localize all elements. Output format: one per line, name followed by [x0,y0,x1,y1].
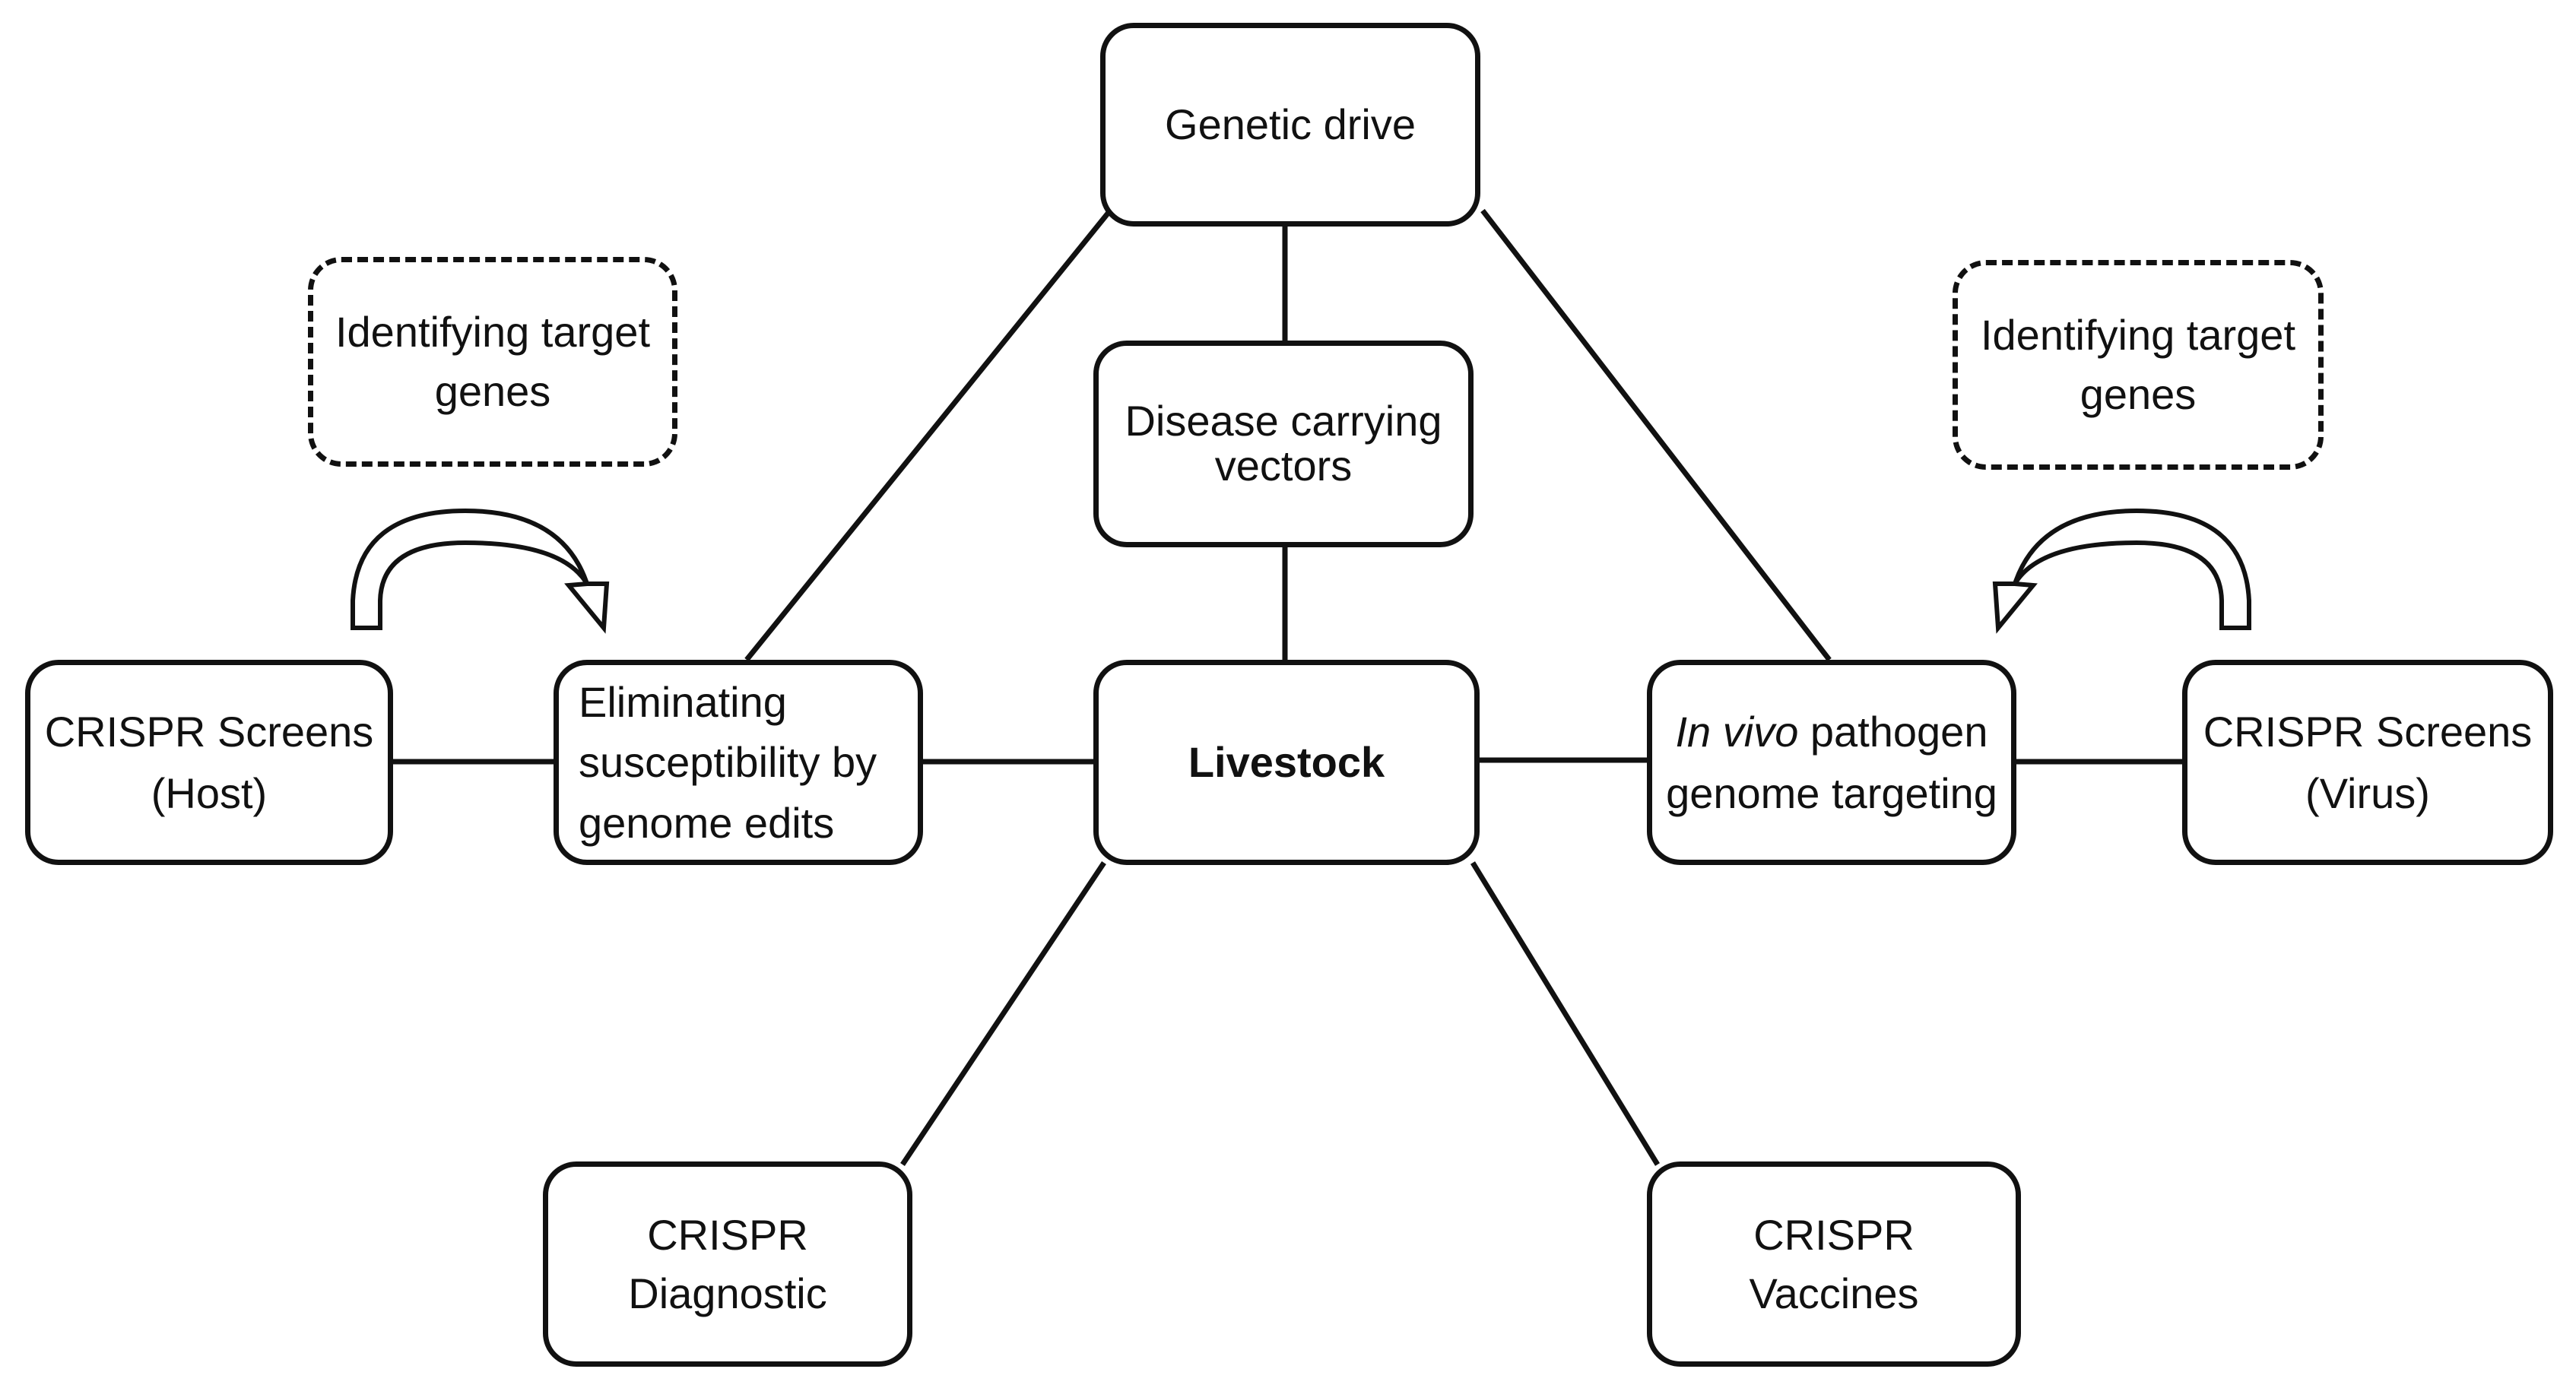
disease-vectors-line2: vectors [1214,442,1353,490]
connector-genetic-drive-eliminating [744,208,1112,662]
identify-left-line2: genes [434,367,551,415]
node-crispr-vaccines: CRISPR Vaccines [1647,1161,2021,1367]
node-crispr-diagnostic: CRISPR Diagnostic [543,1161,912,1367]
crispr-host-line2: (Host) [151,769,268,817]
node-crispr-screens-host: CRISPR Screens (Host) [25,660,393,865]
invivo-line1: In vivo pathogen [1666,701,1997,762]
crispr-virus-line1: CRISPR Screens [2203,707,2533,756]
node-genetic-drive: Genetic drive [1100,23,1480,227]
invivo-italic: In vivo [1675,707,1799,756]
eliminating-line2: susceptibility by [579,738,877,787]
crispr-host-line1: CRISPR Screens [44,707,374,756]
invivo-line2: genome targeting [1666,769,1997,817]
node-crispr-screens-virus: CRISPR Screens (Virus) [2182,660,2553,865]
connector-genetic-drive-invivo [1480,208,1832,662]
crispr-virus-line2: (Virus) [2305,769,2430,817]
identify-left-line1: Identifying target [335,307,651,356]
eliminating-line1: Eliminating [579,677,787,726]
invivo-rest: pathogen [1798,707,1988,756]
node-identifying-target-genes-right: Identifying target genes [1953,260,2324,470]
node-invivo-pathogen-targeting: In vivo pathogen genome targeting [1647,660,2016,865]
connector-livestock-diagnostic [900,861,1106,1166]
livestock-label: Livestock [1188,738,1385,787]
connector-livestock-vaccines [1470,861,1660,1166]
genetic-drive-label: Genetic drive [1165,100,1416,149]
identify-right-line2: genes [2080,370,2197,418]
node-livestock: Livestock [1093,660,1480,865]
disease-vectors-line1: Disease carrying [1125,397,1442,445]
node-disease-vectors: Disease carrying vectors [1093,341,1474,547]
vaccines-label: CRISPR Vaccines [1749,1210,1919,1317]
node-identifying-target-genes-left: Identifying target genes [308,257,677,467]
node-eliminating-susceptibility: Eliminating susceptibility by genome edi… [554,660,923,865]
identify-right-line1: Identifying target [1980,310,2296,359]
diagnostic-label: CRISPR Diagnostic [628,1210,827,1317]
eliminating-line3: genome edits [579,798,835,847]
